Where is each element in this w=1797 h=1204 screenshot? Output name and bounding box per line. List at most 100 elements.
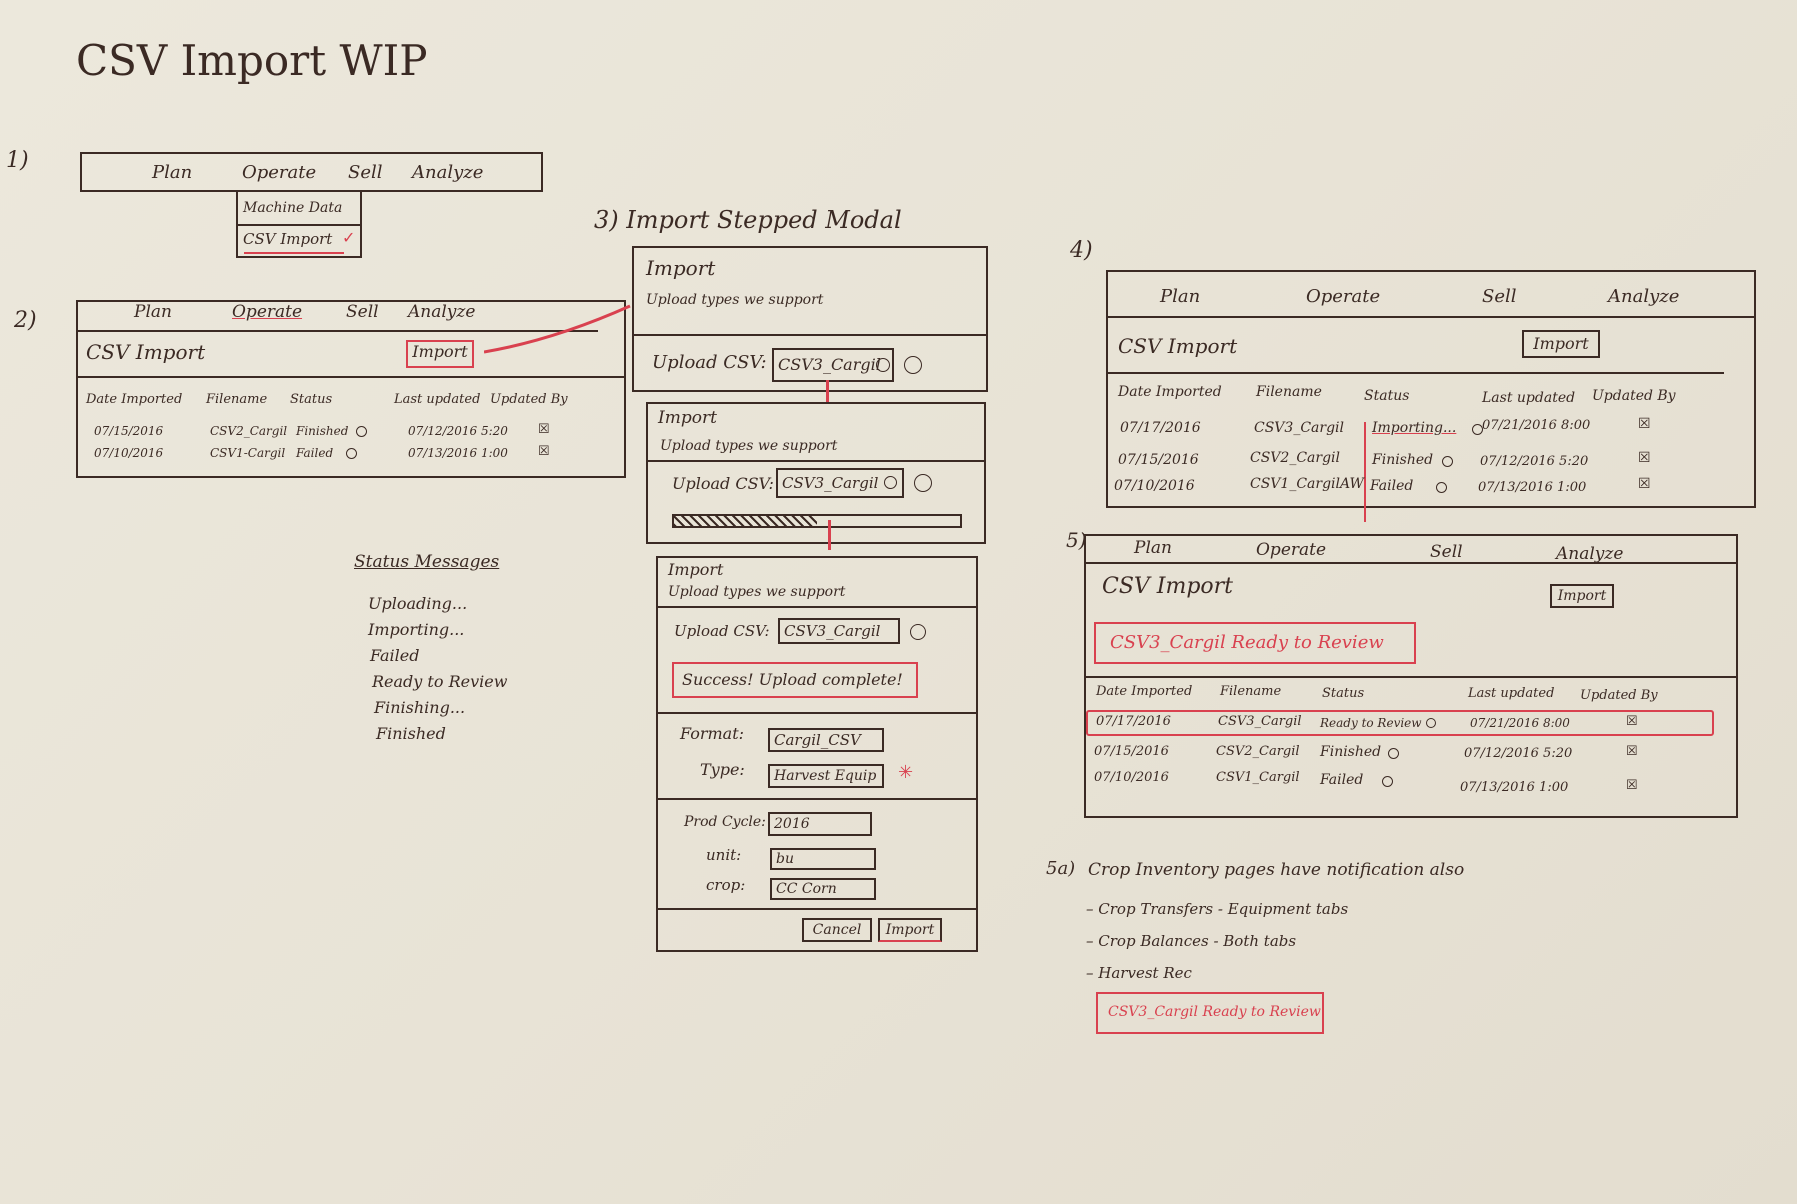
section5a-heading: Crop Inventory pages have notification a…	[1088, 860, 1465, 880]
page-title: CSV Import	[1118, 334, 1238, 358]
user-icon: ☒	[1638, 476, 1651, 492]
col-status: Status	[1322, 686, 1365, 701]
nav-analyze[interactable]: Analyze	[412, 162, 484, 183]
col-updated-by: Updated By	[490, 392, 568, 407]
section1-dropdown: Machine Data CSV Import ✓	[236, 190, 362, 258]
nav-sell[interactable]: Sell	[1430, 542, 1463, 562]
ready-to-review-notification[interactable]: CSV3_Cargil Ready to Review	[1094, 622, 1416, 664]
format-select[interactable]: Cargil_CSV	[768, 728, 884, 752]
cancel-button[interactable]: Cancel	[802, 918, 872, 942]
prod-cycle-label: Prod Cycle:	[684, 814, 766, 830]
nav-operate[interactable]: Operate	[232, 302, 303, 322]
col-last-updated: Last updated	[394, 392, 481, 407]
status-message-item: Importing...	[368, 620, 465, 639]
section5a-item: – Harvest Rec	[1086, 964, 1192, 982]
crop-label: crop:	[706, 876, 746, 894]
clear-icon[interactable]	[884, 476, 897, 489]
type-select[interactable]: Harvest Equip	[768, 764, 884, 788]
status-messages-heading: Status Messages	[354, 552, 500, 572]
clear-icon[interactable]	[876, 358, 890, 372]
modal-subtitle: Upload types we support	[660, 438, 838, 454]
import-modal-step-2: Import Upload types we support Upload CS…	[646, 402, 986, 544]
dropdown-item-csv-import[interactable]: CSV Import	[243, 230, 333, 248]
modal-subtitle: Upload types we support	[646, 292, 824, 308]
info-icon[interactable]	[1472, 424, 1483, 435]
upload-label: Upload CSV:	[652, 352, 767, 373]
nav-plan[interactable]: Plan	[1134, 538, 1172, 558]
close-icon[interactable]	[914, 474, 932, 492]
required-asterisk-icon: ✳	[898, 762, 914, 783]
user-icon: ☒	[538, 444, 550, 459]
status-message-item: Failed	[370, 646, 420, 665]
section-label-2: 2)	[14, 308, 37, 333]
page-title: CSV Import	[86, 340, 206, 364]
unit-label: unit:	[706, 846, 742, 864]
nav-sell[interactable]: Sell	[1482, 286, 1517, 307]
col-status: Status	[1364, 388, 1410, 404]
upload-file-field[interactable]: CSV3_Cargil	[772, 348, 894, 382]
col-date-imported: Date Imported	[86, 392, 183, 407]
modal-import-button[interactable]: Import	[878, 918, 942, 942]
info-icon[interactable]	[1436, 482, 1447, 493]
close-icon[interactable]	[904, 356, 922, 374]
connector-arrow	[484, 304, 631, 354]
info-icon[interactable]	[1388, 748, 1399, 759]
col-date-imported: Date Imported	[1118, 384, 1222, 400]
user-icon: ☒	[1638, 450, 1651, 466]
user-icon: ☒	[1626, 714, 1638, 729]
upload-file-field[interactable]: CSV3_Cargil	[778, 618, 900, 644]
format-label: Format:	[680, 724, 745, 743]
nav-analyze[interactable]: Analyze	[1556, 544, 1624, 564]
col-filename: Filename	[1220, 684, 1282, 699]
nav-operate[interactable]: Operate	[1256, 540, 1327, 560]
section4-frame: Plan Operate Sell Analyze CSV Import Imp…	[1106, 270, 1756, 522]
section1-navbar: Plan Operate Sell Analyze	[80, 152, 543, 192]
section5a-item: – Crop Balances - Both tabs	[1086, 932, 1297, 950]
info-icon[interactable]	[346, 448, 357, 459]
info-icon[interactable]	[1382, 776, 1393, 787]
crop-inventory-notification[interactable]: CSV3_Cargil Ready to Review	[1096, 992, 1324, 1034]
nav-plan[interactable]: Plan	[152, 162, 193, 183]
section2-frame: Plan Operate Sell Analyze CSV Import Imp…	[76, 300, 626, 478]
import-button[interactable]: Import	[406, 340, 474, 368]
nav-sell[interactable]: Sell	[348, 162, 383, 183]
col-date-imported: Date Imported	[1096, 684, 1193, 699]
nav-sell[interactable]: Sell	[346, 302, 379, 322]
section-label-5: 5)	[1066, 528, 1087, 552]
nav-plan[interactable]: Plan	[1160, 286, 1201, 307]
col-updated-by: Updated By	[1592, 388, 1676, 404]
nav-operate[interactable]: Operate	[242, 162, 317, 183]
nav-analyze[interactable]: Analyze	[1608, 286, 1680, 307]
nav-analyze[interactable]: Analyze	[408, 302, 476, 322]
col-updated-by: Updated By	[1580, 688, 1658, 703]
highlighted-row-outline	[1086, 710, 1714, 736]
upload-file-field[interactable]: CSV3_Cargil	[776, 468, 904, 498]
import-button[interactable]: Import	[1522, 330, 1600, 358]
info-icon[interactable]	[356, 426, 367, 437]
dropdown-item-machine-data[interactable]: Machine Data	[243, 200, 343, 216]
nav-operate[interactable]: Operate	[1306, 286, 1381, 307]
close-icon[interactable]	[910, 624, 926, 640]
status-message-item: Finished	[376, 724, 446, 743]
section-label-5a: 5a)	[1046, 858, 1076, 879]
notification-text: CSV3_Cargil Ready to Review	[1108, 1004, 1321, 1020]
col-status: Status	[290, 392, 333, 407]
nav-plan[interactable]: Plan	[134, 302, 172, 322]
unit-select[interactable]: bu	[770, 848, 876, 870]
col-filename: Filename	[206, 392, 268, 407]
upload-label: Upload CSV:	[672, 474, 774, 493]
crop-select[interactable]: CC Corn	[770, 878, 876, 900]
import-button[interactable]: Import	[1550, 584, 1614, 608]
success-message: Success! Upload complete!	[682, 670, 903, 689]
modal-title: Import	[646, 256, 716, 280]
user-icon: ☒	[1638, 416, 1651, 432]
modal-title: Import	[658, 408, 717, 428]
modal-title: Import	[668, 560, 724, 579]
prod-cycle-select[interactable]: 2016	[768, 812, 872, 836]
user-icon: ☒	[1626, 778, 1638, 793]
modal-subtitle: Upload types we support	[668, 584, 846, 600]
info-icon[interactable]	[1426, 718, 1436, 728]
upload-label: Upload CSV:	[674, 622, 770, 640]
page-title: CSV Import	[1102, 574, 1234, 599]
info-icon[interactable]	[1442, 456, 1453, 467]
